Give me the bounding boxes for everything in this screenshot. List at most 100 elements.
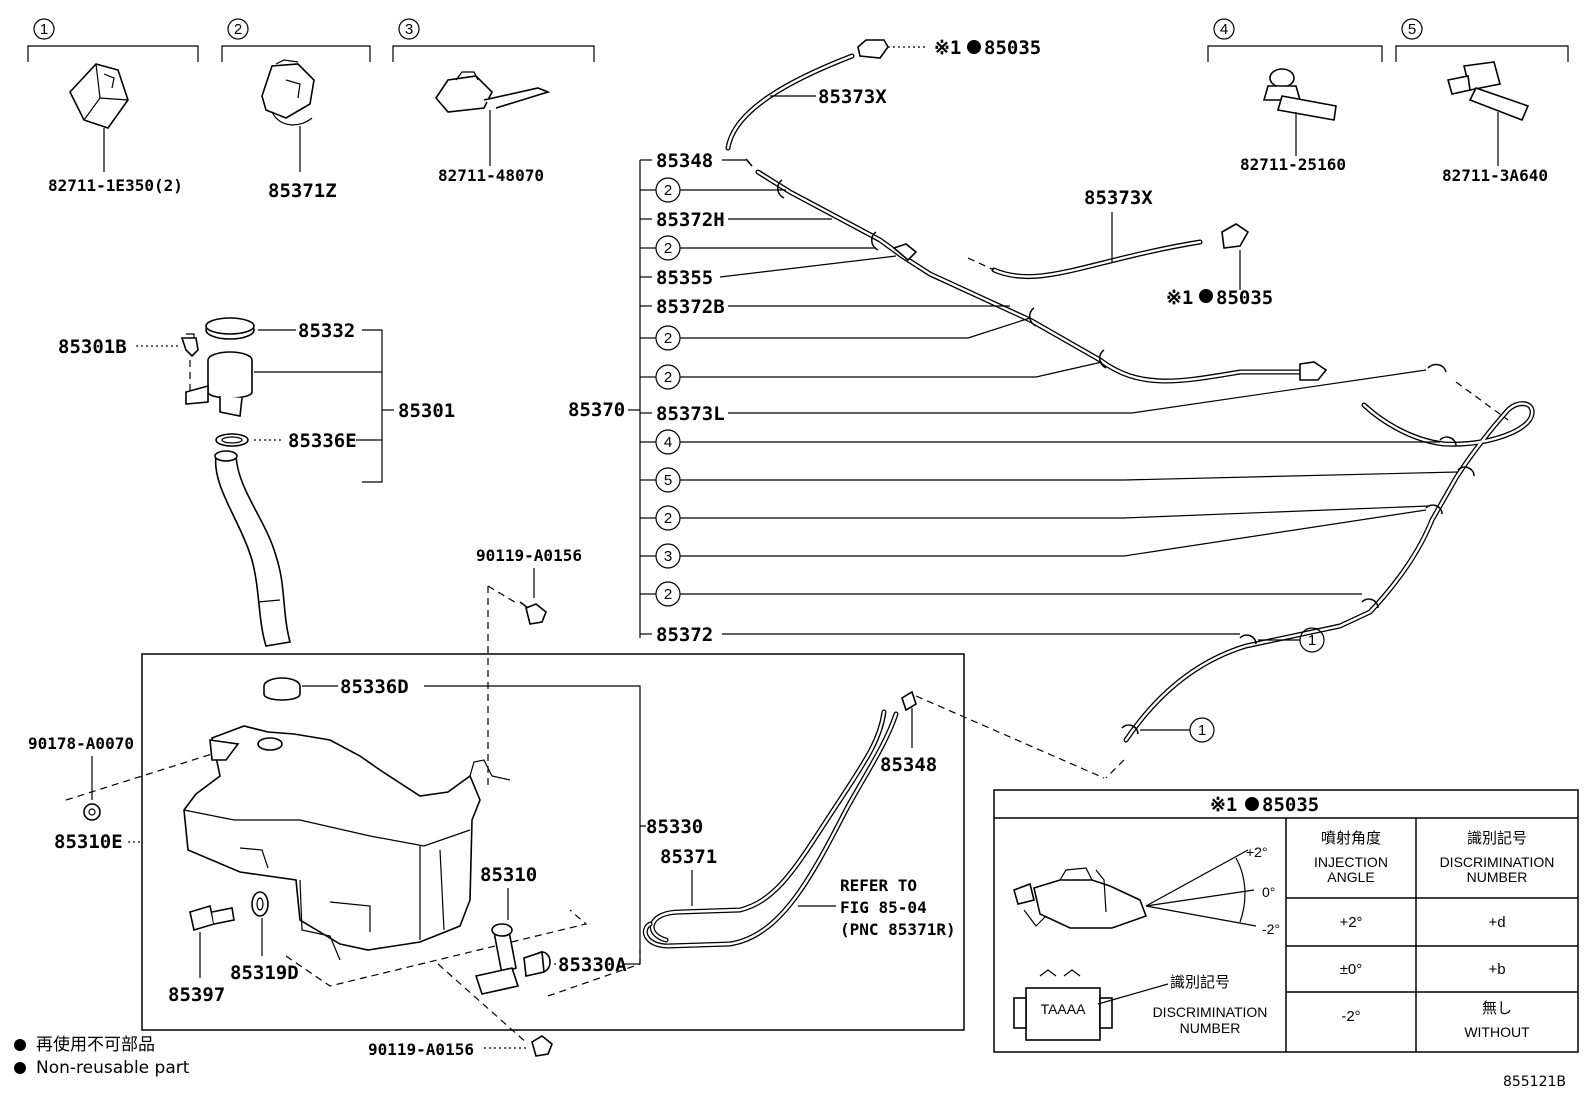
filler-pipe-icon xyxy=(214,450,291,647)
svg-text:85397: 85397 xyxy=(168,984,225,1006)
svg-text:NUMBER: NUMBER xyxy=(1180,1020,1241,1036)
legend-en: Non-reusable part xyxy=(14,1058,189,1078)
svg-text:3: 3 xyxy=(664,548,672,565)
svg-text:REFER TO: REFER TO xyxy=(840,876,917,895)
svg-text:INJECTION: INJECTION xyxy=(1314,854,1388,870)
svg-text:85373X: 85373X xyxy=(818,86,887,108)
svg-text:無し: 無し xyxy=(1482,1000,1512,1017)
part-82711-25160: 82711-25160 xyxy=(1240,155,1346,174)
svg-text:-2°: -2° xyxy=(1262,921,1280,937)
nozzle-3-icon xyxy=(434,71,551,113)
svg-text:85371: 85371 xyxy=(660,846,717,868)
svg-text:(PNC 85371R): (PNC 85371R) xyxy=(840,920,956,939)
svg-text:2: 2 xyxy=(234,21,242,38)
nozzle-side-icon: TAAAA xyxy=(1013,969,1113,1041)
group-2: 2 85371Z xyxy=(221,18,371,202)
svg-text:TAAAA: TAAAA xyxy=(1041,1001,1087,1017)
bullet-icon xyxy=(14,1039,26,1051)
svg-text:1: 1 xyxy=(1198,722,1206,739)
svg-text:85370: 85370 xyxy=(568,399,625,421)
callout-hose-4: 2 xyxy=(640,361,1103,390)
callout-hose-2: 2 xyxy=(640,235,876,261)
group-1: 1 82711-1E350(2) xyxy=(27,18,199,195)
svg-text:±0°: ±0° xyxy=(1340,961,1363,978)
svg-text:0°: 0° xyxy=(1262,884,1275,900)
svg-text:85373L: 85373L xyxy=(656,403,725,425)
svg-text:+d: +d xyxy=(1488,914,1505,931)
svg-text:1: 1 xyxy=(1308,632,1316,649)
svg-text:85035: 85035 xyxy=(1216,287,1273,309)
svg-text:WITHOUT: WITHOUT xyxy=(1464,1024,1530,1040)
leader-85372H: 85372H xyxy=(640,209,832,231)
svg-text:85035: 85035 xyxy=(1262,794,1319,816)
callout-hose-6: 5 xyxy=(640,467,1459,493)
svg-text:+2°: +2° xyxy=(1339,914,1362,931)
svg-text:※1: ※1 xyxy=(934,37,961,59)
svg-text:85330A: 85330A xyxy=(558,954,627,976)
svg-text:噴射角度: 噴射角度 xyxy=(1321,830,1381,847)
leader-85372: 85372 xyxy=(640,624,1240,646)
nozzle-4-icon xyxy=(1262,68,1337,121)
filler-cap-85332-icon xyxy=(205,317,255,340)
svg-text:ANGLE: ANGLE xyxy=(1327,869,1374,885)
callout-hose-5: 4 xyxy=(640,429,1440,455)
svg-text:85332: 85332 xyxy=(298,320,355,342)
svg-text:DISCRIMINATION: DISCRIMINATION xyxy=(1440,854,1555,870)
svg-text:2: 2 xyxy=(664,586,672,603)
leader-85372B: 85372B xyxy=(640,296,1010,318)
figure-id: 855121B xyxy=(1502,1074,1566,1090)
clip-90178-icon xyxy=(83,803,101,821)
svg-text:+2°: +2° xyxy=(1246,844,1268,860)
svg-text:2: 2 xyxy=(664,182,672,199)
part-82711-1E350: 82711-1E350(2) xyxy=(48,176,183,195)
svg-text:90119-A0156: 90119-A0156 xyxy=(368,1040,474,1059)
nozzle-2-icon xyxy=(261,59,315,126)
svg-text:85372: 85372 xyxy=(656,624,713,646)
svg-text:FIG 85-04: FIG 85-04 xyxy=(840,898,927,917)
group-4: 4 82711-25160 xyxy=(1207,18,1383,174)
pump-85310-icon xyxy=(474,923,551,995)
svg-text:85310: 85310 xyxy=(480,864,537,886)
nozzle-spray-icon xyxy=(1013,867,1148,929)
svg-text:識別記号: 識別記号 xyxy=(1170,974,1230,991)
svg-text:2: 2 xyxy=(664,369,672,386)
group-3: 3 82711-48070 xyxy=(392,18,595,185)
svg-text:2: 2 xyxy=(664,330,672,347)
svg-text:+b: +b xyxy=(1488,961,1505,978)
callout-hose-1: 2 xyxy=(640,177,786,203)
svg-text:85348: 85348 xyxy=(880,754,937,776)
legend-jp-text: 再使用不可部品 xyxy=(36,1035,155,1055)
callout-hose-8: 3 xyxy=(640,509,1427,569)
nozzle-1-icon xyxy=(69,63,129,129)
leader-85348: 85348 xyxy=(640,150,746,172)
leader-85355: 85355 xyxy=(640,255,897,289)
svg-text:85373X: 85373X xyxy=(1084,187,1153,209)
svg-text:5: 5 xyxy=(1408,21,1416,38)
svg-text:90178-A0070: 90178-A0070 xyxy=(28,734,134,753)
svg-text:4: 4 xyxy=(1220,21,1228,38)
svg-text:90119-A0156: 90119-A0156 xyxy=(476,546,582,565)
svg-text:-2°: -2° xyxy=(1341,1008,1360,1025)
tank-cap-85336D-icon xyxy=(263,677,301,701)
svg-text:2: 2 xyxy=(664,240,672,257)
nozzle-5-icon xyxy=(1446,61,1530,122)
svg-text:識別記号: 識別記号 xyxy=(1467,830,1527,847)
part-82711-48070: 82711-48070 xyxy=(438,166,544,185)
group-5: 5 82711-3A640 xyxy=(1395,18,1569,185)
svg-text:5: 5 xyxy=(664,472,672,489)
svg-text:2: 2 xyxy=(664,510,672,527)
leader-85373L: 85373L xyxy=(640,369,1427,425)
svg-text:※1: ※1 xyxy=(1166,287,1193,309)
svg-text:85336E: 85336E xyxy=(288,430,357,452)
upper-nozzle-85035: ※1 85035 xyxy=(857,37,1041,59)
callout-hose-9: 2 xyxy=(640,581,1362,607)
svg-text:85372H: 85372H xyxy=(656,209,725,231)
grommet-85319D-icon xyxy=(251,891,269,917)
svg-text:85301: 85301 xyxy=(398,400,455,422)
svg-text:85035: 85035 xyxy=(984,37,1041,59)
bolt-90119-lower-icon xyxy=(531,1035,553,1057)
svg-text:NUMBER: NUMBER xyxy=(1467,869,1528,885)
svg-text:85330: 85330 xyxy=(646,816,703,838)
svg-text:※1: ※1 xyxy=(1210,794,1237,816)
